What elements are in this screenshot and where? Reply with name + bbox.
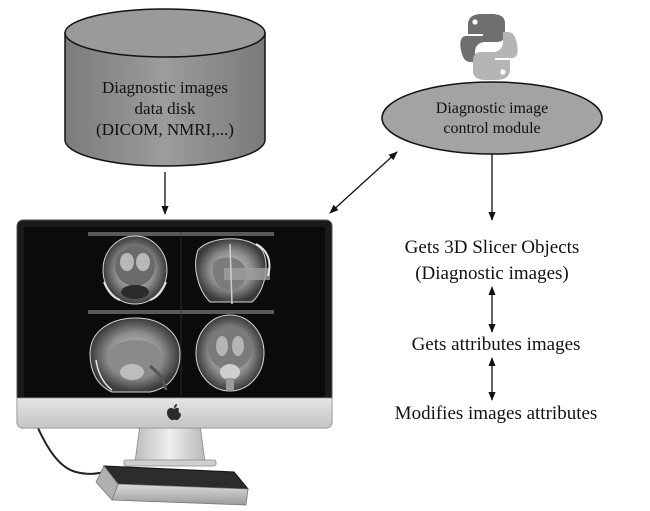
data-disk: Diagnostic images data disk (DICOM, NMRI… [64, 8, 266, 167]
data-disk-top [64, 8, 266, 58]
python-logo-icon [460, 14, 518, 80]
arrow-monitor-module [329, 151, 398, 214]
data-disk-label-line2: data disk [135, 99, 196, 118]
mri-slice-coronal [195, 314, 265, 392]
step-get-objects-line1: Gets 3D Slicer Objects [405, 237, 580, 258]
step-modify-attributes: Modifies images attributes [395, 403, 598, 424]
mri-slice-axial [102, 235, 168, 305]
imac-monitor-icon [16, 219, 333, 475]
leap-motion-sensor-icon [95, 465, 250, 506]
mri-slice-sagittal [89, 317, 181, 393]
control-module-shape [381, 81, 603, 155]
step-get-attributes: Gets attributes images [412, 334, 581, 355]
step-get-objects-line2: (Diagnostic images) [415, 263, 569, 284]
mri-slice-sagittal-3d [195, 238, 271, 305]
sensor-cable [37, 427, 105, 475]
control-module-label-line2: control module [443, 120, 540, 137]
control-module: Diagnostic image control module [381, 81, 603, 155]
control-module-label-line1: Diagnostic image [436, 100, 548, 117]
data-disk-body [64, 32, 266, 167]
data-disk-label-line3: (DICOM, NMRI,...) [96, 120, 234, 139]
data-disk-label-line1: Diagnostic images [102, 78, 228, 97]
apple-logo-icon [167, 404, 181, 421]
monitor-stand [134, 424, 206, 463]
